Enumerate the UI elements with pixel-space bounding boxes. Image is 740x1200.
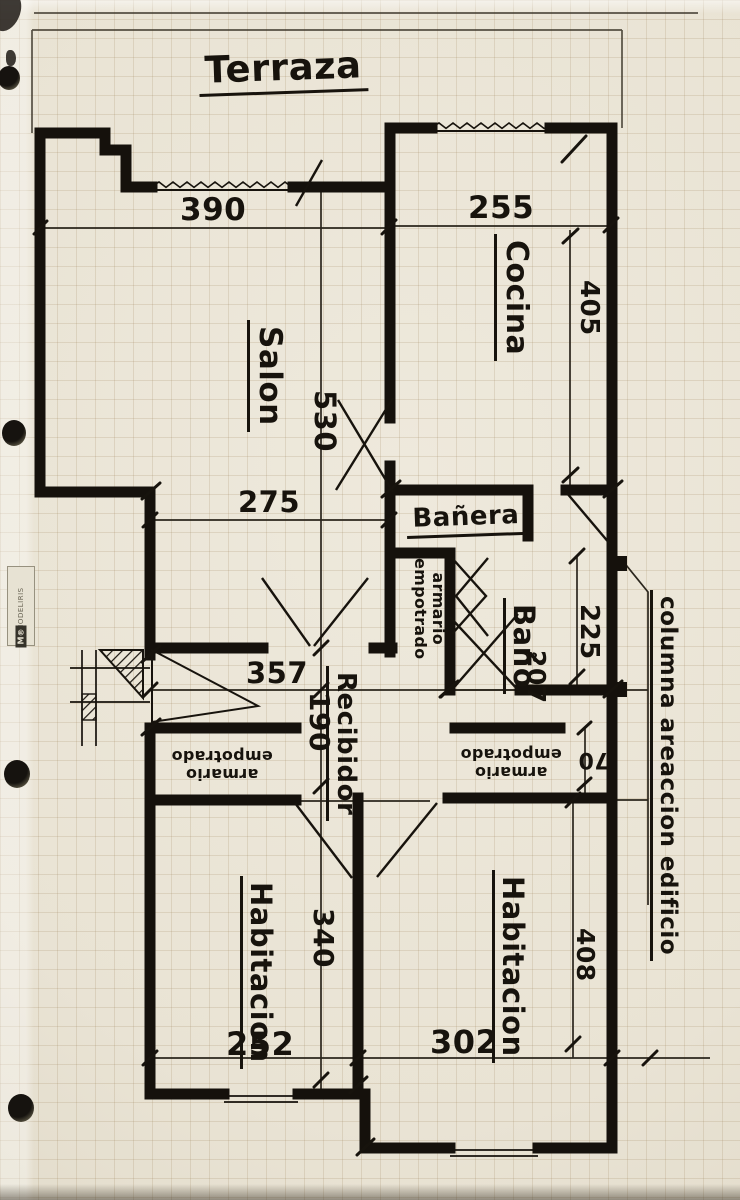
dim-habitacion-izquierda-depth: 340 bbox=[307, 908, 340, 968]
cocina-door-icon bbox=[334, 397, 395, 493]
room-label-terraza: Terraza bbox=[198, 43, 369, 97]
room-label-cocina: Cocina bbox=[494, 234, 534, 362]
armario-line1: armario bbox=[185, 764, 259, 784]
room-label-armario-derecho: armario empotrado bbox=[452, 744, 570, 781]
dim-habitacion-derecha-width: 302 bbox=[430, 1023, 499, 1061]
dim-habitacion-izquierda-width: 252 bbox=[226, 1025, 295, 1063]
punch-hole bbox=[2, 420, 26, 446]
armario-line1: armario bbox=[429, 572, 448, 646]
armario-line1: armario bbox=[474, 762, 548, 782]
punch-hole bbox=[8, 1094, 34, 1122]
banera-door-icon bbox=[565, 491, 611, 545]
entrance-door bbox=[70, 648, 262, 746]
column-bump bbox=[610, 682, 627, 697]
room-label-armario-recibidor: armario empotrado bbox=[410, 558, 448, 660]
room-label-armario-izquierdo: armario empotrado bbox=[158, 746, 286, 783]
entrance-hatch-icon bbox=[81, 693, 97, 721]
annotation-columna: columna areaccion edificio bbox=[649, 590, 681, 962]
terraza-door-icon bbox=[294, 159, 324, 207]
door-swings bbox=[261, 159, 611, 879]
cocina-window-icon bbox=[431, 121, 551, 130]
terraza-outline bbox=[31, 12, 698, 133]
walls bbox=[34, 122, 627, 1154]
dim-cocina-width: 255 bbox=[468, 190, 535, 226]
dim-salon-width: 390 bbox=[180, 192, 247, 228]
watermark-stamp: MODELIRIS M® bbox=[7, 566, 35, 648]
dim-bano-width: 207 bbox=[522, 650, 551, 704]
armario-line2: empotrado bbox=[171, 746, 273, 766]
right-bedroom-window-icon bbox=[450, 1149, 538, 1157]
window-symbols bbox=[151, 121, 551, 1157]
dim-recibidor-width: 357 bbox=[246, 656, 309, 690]
entrance-leaf-icon bbox=[151, 648, 262, 724]
entrance-hatch-icon bbox=[97, 649, 144, 701]
bano-door-icon bbox=[449, 613, 521, 693]
room-label-salon: Salon bbox=[247, 320, 288, 432]
closet-fold-icon bbox=[451, 557, 489, 637]
dim-recibidor-depth: 190 bbox=[303, 692, 336, 752]
dim-cocina-depth: 405 bbox=[574, 280, 604, 336]
punch-hole bbox=[0, 66, 20, 90]
punch-hole bbox=[4, 760, 30, 788]
right-bedroom-door-icon bbox=[376, 802, 438, 878]
dim-bano-depth: 225 bbox=[574, 604, 604, 660]
salon-window-icon bbox=[151, 180, 294, 189]
dim-salon-lower-width: 275 bbox=[238, 485, 301, 519]
dim-habitacion-derecha-depth: 408 bbox=[571, 928, 600, 982]
dimension-ticks bbox=[32, 134, 659, 1157]
dim-salon-depth: 530 bbox=[308, 390, 342, 453]
dim-armario-depth: 70 bbox=[578, 747, 610, 773]
armario-line2: empotrado bbox=[460, 744, 562, 764]
column-bump bbox=[610, 556, 627, 571]
paper-smudge bbox=[6, 50, 16, 66]
armario-line2: empotrado bbox=[410, 558, 430, 660]
salon-double-door-icon bbox=[261, 577, 369, 647]
left-bedroom-window-icon bbox=[224, 1095, 298, 1103]
room-label-banera: Bañera bbox=[406, 500, 526, 540]
left-bedroom-door-icon bbox=[294, 802, 353, 879]
